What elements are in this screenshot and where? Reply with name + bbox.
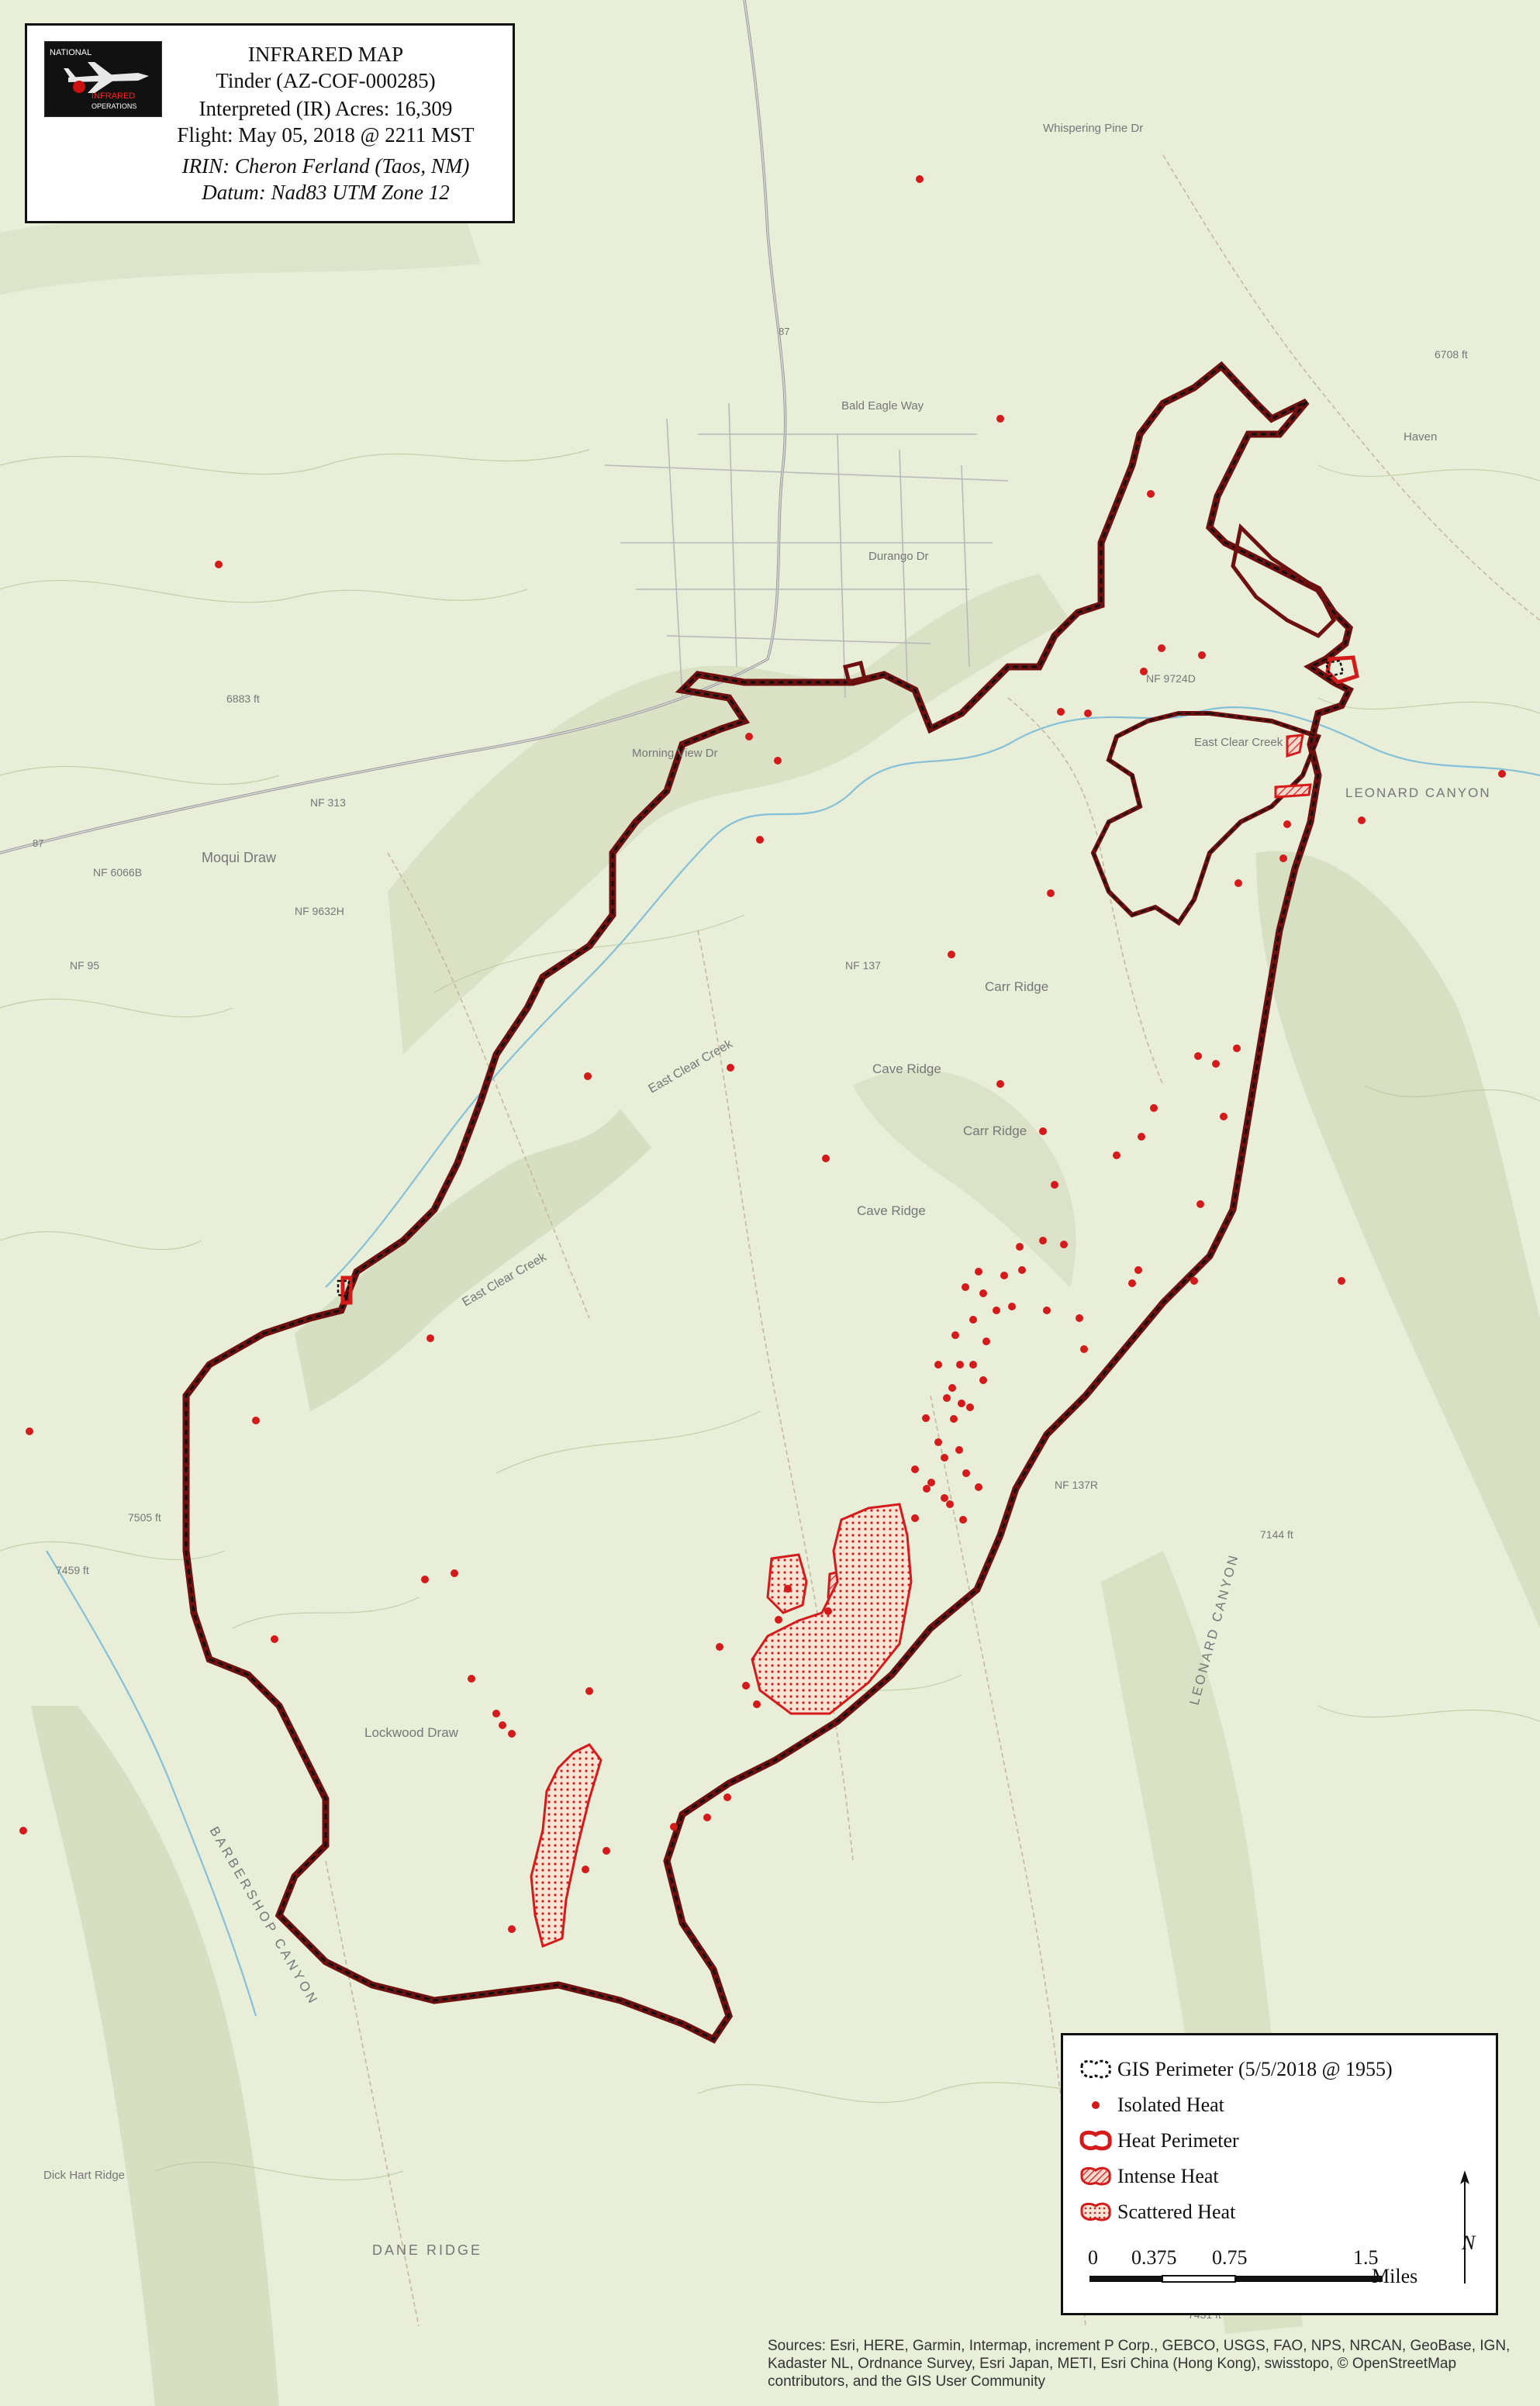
scattered-heat-swatch-icon (1080, 2202, 1111, 2221)
isolated-heat-points[interactable] (19, 175, 1506, 1933)
label-nf-95: NF 95 (70, 959, 99, 972)
label-elev-7459: 7459 ft (56, 1564, 89, 1576)
legend-item-scattered-heat: Scattered Heat (1079, 2198, 1235, 2226)
legend-item-heat-perimeter: Heat Perimeter (1079, 2127, 1239, 2155)
label-cave-ridge: Cave Ridge (872, 1061, 941, 1076)
roads (0, 0, 1540, 2327)
label-nf-9632h: NF 9632H (295, 905, 344, 917)
legend-label: Intense Heat (1117, 2165, 1219, 2187)
national-infrared-operations-logo: NATIONAL INFRARED OPERATIONS (44, 41, 162, 117)
fire-name: Tinder (AZ-COF-000285) (216, 69, 436, 92)
north-arrow: N (1451, 2167, 1479, 2295)
label-elev-6883: 6883 ft (226, 692, 260, 705)
label-nf-9724d: NF 9724D (1146, 672, 1196, 685)
label-nf-137: NF 137 (845, 959, 881, 972)
legend-label: Scattered Heat (1117, 2201, 1236, 2223)
scale-tick-0375: 0.375 (1131, 2246, 1177, 2269)
label-nf-6066b: NF 6066B (93, 866, 142, 879)
north-letter: N (1461, 2232, 1476, 2254)
label-moqui-draw: Moqui Draw (202, 850, 277, 865)
label-morning-view-dr: Morning View Dr (632, 747, 718, 760)
label-hwy-87-2: 87 (33, 837, 43, 849)
irin-name: IRIN: Cheron Ferland (Taos, NM) (181, 154, 470, 178)
scale-bar: 0 0.375 0.75 1.5 Miles (1088, 2246, 1417, 2293)
legend-label: GIS Perimeter (5/5/2018 @ 1955) (1117, 2058, 1393, 2080)
label-dick-hart-ridge: Dick Hart Ridge (43, 2169, 125, 2182)
scale-tick-075: 0.75 (1212, 2246, 1248, 2269)
logo-text-national: NATIONAL (50, 48, 92, 57)
label-nf-313: NF 313 (310, 796, 346, 809)
label-haven: Haven (1404, 430, 1437, 444)
label-carr-ridge-2: Carr Ridge (963, 1124, 1027, 1138)
label-bald-eagle-way: Bald Eagle Way (841, 399, 924, 413)
legend-label: Isolated Heat (1117, 2094, 1224, 2116)
creeks (46, 706, 1540, 2017)
intense-heat-swatch-icon (1080, 2166, 1111, 2186)
label-cave-ridge-2: Cave Ridge (857, 1203, 926, 1218)
scale-unit: Miles (1372, 2265, 1418, 2287)
legend-label: Heat Perimeter (1117, 2129, 1239, 2152)
interpreted-acres: Interpreted (IR) Acres: 16,309 (199, 97, 453, 120)
map-title: INFRARED MAP (247, 43, 404, 66)
label-elev-6708: 6708 ft (1435, 348, 1468, 361)
label-hwy-87: 87 (779, 326, 789, 337)
legend-item-intense-heat: Intense Heat (1079, 2163, 1219, 2190)
scale-bar-graphic (1089, 2275, 1383, 2283)
label-dane-ridge: DANE RIDGE (372, 2242, 482, 2258)
scale-tick-0: 0 (1088, 2246, 1098, 2269)
label-carr-ridge: Carr Ridge (985, 979, 1048, 994)
datum: Datum: Nad83 UTM Zone 12 (202, 181, 450, 204)
north-arrow-icon: N (1460, 2170, 1476, 2283)
logo-text-operations: OPERATIONS (92, 102, 137, 110)
label-east-clear-creek-3: East Clear Creek (1194, 736, 1283, 749)
terrain-shading (0, 217, 1540, 2406)
label-lockwood-draw: Lockwood Draw (364, 1725, 459, 1740)
label-nf-137r: NF 137R (1055, 1479, 1098, 1491)
heat-perimeter-areas[interactable] (340, 655, 1359, 1305)
title-box: NATIONAL INFRARED OPERATIONS INFRARED MA… (25, 23, 515, 223)
legend-item-gis-perimeter: GIS Perimeter (5/5/2018 @ 1955) (1079, 2056, 1393, 2083)
label-elev-7505: 7505 ft (128, 1511, 161, 1524)
logo-text-infrared: INFRARED (92, 91, 136, 101)
gis-perimeter-swatch-icon (1080, 2059, 1111, 2079)
label-leonard-canyon: LEONARD CANYON (1345, 785, 1491, 800)
aircraft-icon (64, 62, 149, 93)
label-durango-dr: Durango Dr (868, 550, 929, 563)
attribution-text: Sources: Esri, HERE, Garmin, Intermap, i… (768, 2338, 1511, 2390)
legend-box: GIS Perimeter (5/5/2018 @ 1955) Isolated… (1061, 2033, 1498, 2315)
scattered-heat-areas[interactable] (530, 1503, 913, 1949)
legend-item-isolated-heat: Isolated Heat (1079, 2091, 1224, 2119)
gis-perimeter-small (337, 659, 1345, 1298)
flight-datetime: Flight: May 05, 2018 @ 2211 MST (177, 123, 475, 147)
scale-tick-15: 1.5 (1353, 2246, 1379, 2269)
heat-perimeter-swatch-icon (1079, 2130, 1112, 2151)
isolated-heat-swatch-icon (1092, 2101, 1100, 2109)
label-whispering-pine: Whispering Pine Dr (1043, 122, 1143, 135)
label-elev-7144: 7144 ft (1260, 1528, 1293, 1541)
